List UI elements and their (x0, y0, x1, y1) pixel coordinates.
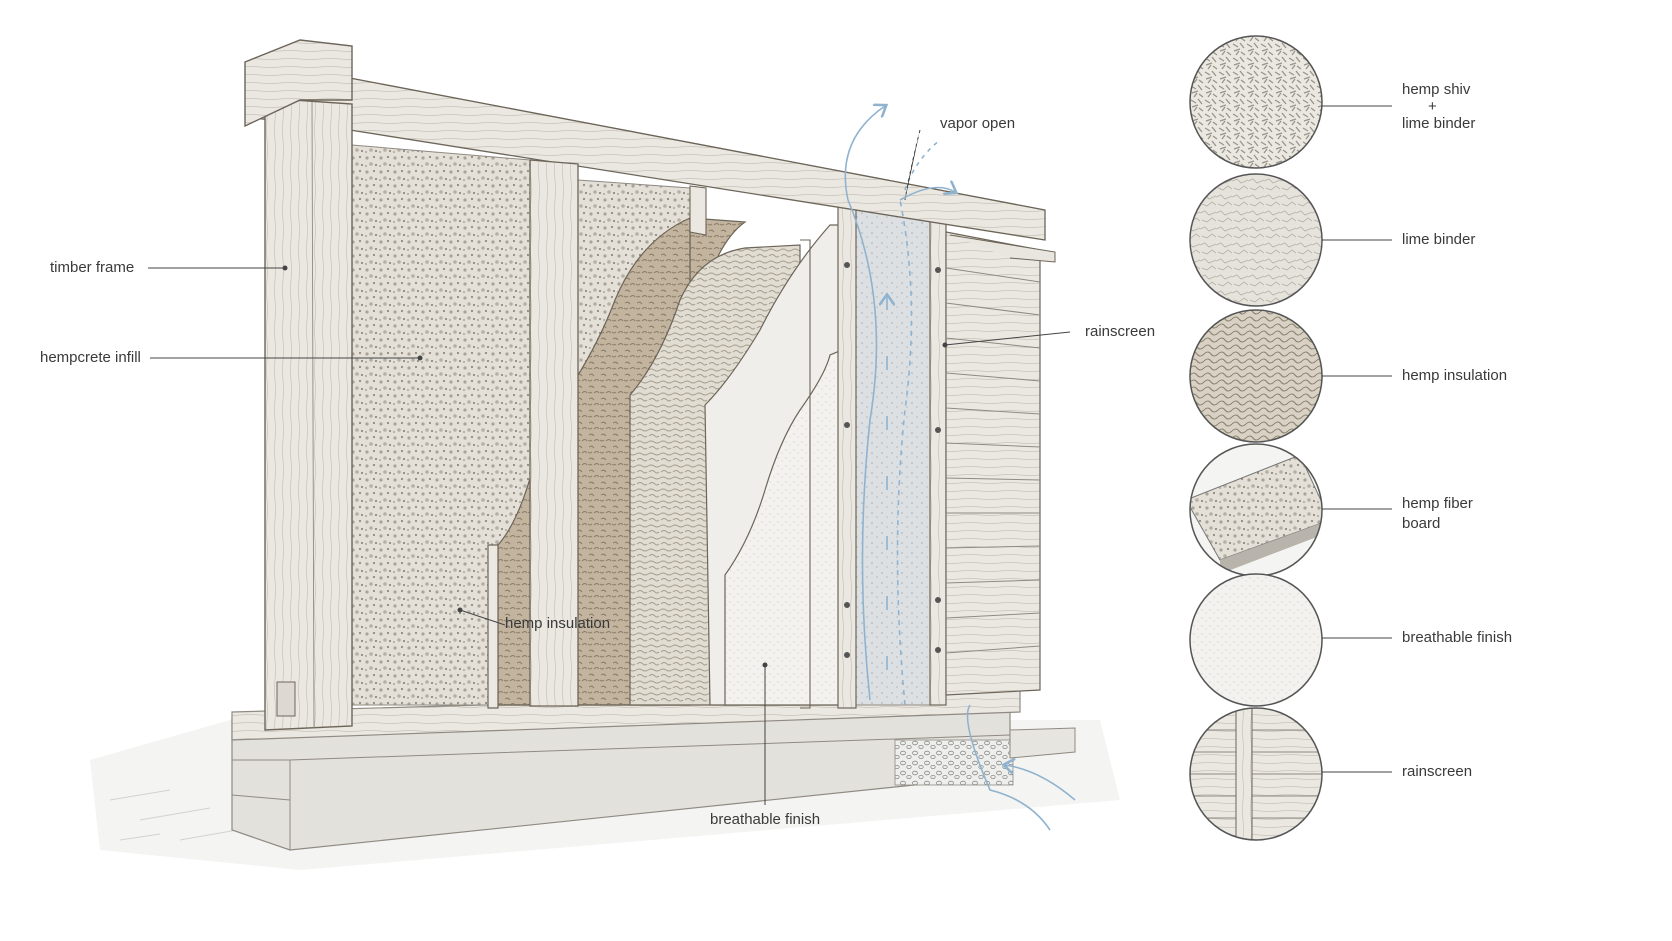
legend-label-insulation: hemp insulation (1402, 366, 1507, 386)
shiv-texture (1189, 35, 1323, 169)
foundation (231, 699, 1076, 851)
label-timber-frame: timber frame (50, 259, 135, 276)
label-vapor-open: vapor open (940, 115, 1016, 132)
label-hemp-insulation: hemp insulation (505, 615, 611, 632)
vapor-flow-arrows (844, 106, 1076, 831)
legend-leader-lines (1322, 105, 1392, 773)
batten-left (837, 199, 857, 709)
legend-label-lime: lime binder (1402, 230, 1475, 250)
legend-label-fiberboard: hemp fiber board (1402, 494, 1473, 534)
legend-label-shiv: hemp shiv + lime binder (1402, 80, 1475, 134)
breathable-finish-board (724, 349, 843, 706)
legend-line: lime binder (1402, 231, 1476, 248)
fasteners (844, 262, 941, 658)
legend-label-rainscreen: rainscreen (1402, 762, 1472, 782)
stud-1 (529, 159, 579, 707)
batten-right (929, 214, 947, 706)
legend-line: + (1428, 98, 1437, 115)
post-top-block (244, 39, 353, 128)
leader-dots (282, 265, 948, 668)
legend-line: board (1402, 515, 1441, 532)
legend-line: rainscreen (1402, 763, 1473, 780)
legend-line: breathable finish (1402, 629, 1513, 646)
legend-line: lime binder (1402, 115, 1476, 132)
finish-texture (1189, 573, 1323, 707)
label-breathable-finish: breathable finish (710, 811, 821, 828)
leader-lines (148, 129, 1071, 805)
legend-circles (1189, 35, 1323, 841)
legend-line: hemp fiber (1402, 495, 1473, 512)
label-hempcrete-infill: hempcrete infill (40, 349, 141, 366)
rainscreen-texture (1189, 707, 1323, 841)
rainscreen-cladding (945, 231, 1041, 696)
legend-line: hemp shiv (1402, 81, 1471, 98)
stud-2 (487, 544, 499, 709)
label-rainscreen: rainscreen (1085, 323, 1156, 340)
corner-post (264, 97, 353, 731)
legend-line: hemp insulation (1402, 367, 1508, 384)
corner-bracket (276, 681, 296, 717)
legend-label-finish: breathable finish (1402, 628, 1512, 648)
